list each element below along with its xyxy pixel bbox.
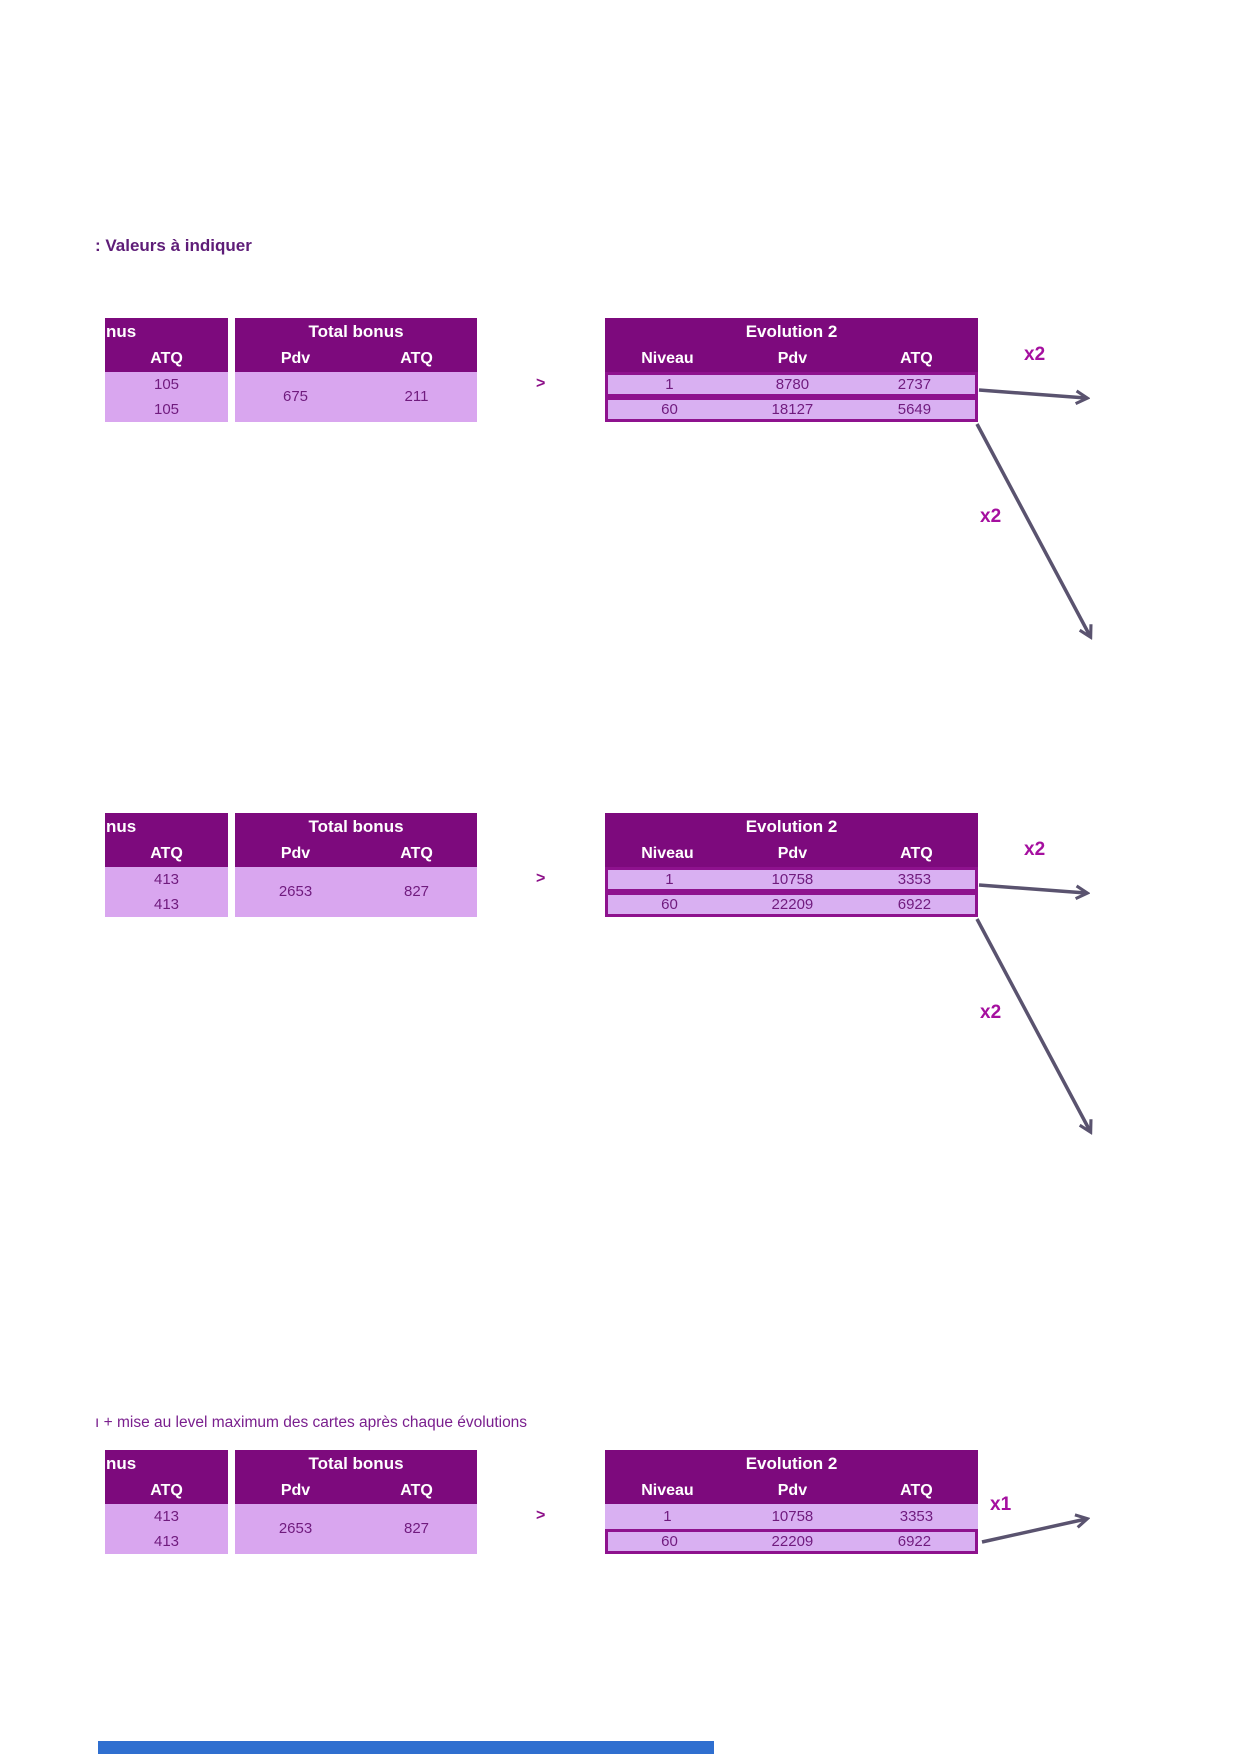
- evolution-col-niveau: Niveau: [641, 1482, 694, 1499]
- bonus-atq-value: 413: [105, 1504, 228, 1529]
- group3-caption: ı + mise au level maximum des cartes apr…: [95, 1414, 528, 1431]
- evolution-col-pdv: Pdv: [777, 350, 808, 367]
- total-bonus-table: Total bonus Pdv ATQ 2653 827: [235, 1450, 477, 1554]
- bonus-table-header: nus: [105, 1450, 228, 1478]
- evolution-col-niveau: Niveau: [641, 845, 694, 862]
- evolution-row-level-60: 60 22209 6922: [605, 1529, 978, 1554]
- multiplier-label-x2: x2: [1024, 839, 1046, 860]
- arrow-diagonal-group1: [975, 423, 1090, 636]
- greater-than-symbol: >: [536, 870, 546, 887]
- evolution-2-header: Evolution 2: [605, 318, 978, 346]
- total-bonus-header: Total bonus: [235, 318, 477, 346]
- total-bonus-pdv-value: 2653: [278, 883, 313, 900]
- total-bonus-col-pdv: Pdv: [280, 350, 311, 367]
- bonus-table: nus ATQ 413 413: [105, 813, 228, 917]
- multiplier-label-x2: x2: [980, 1002, 1002, 1023]
- evolution-2-table: Evolution 2 Niveau Pdv ATQ 1 8780 2737 6…: [605, 318, 978, 422]
- evolution-col-atq: ATQ: [900, 845, 933, 862]
- evolution-col-atq: ATQ: [900, 1482, 933, 1499]
- total-bonus-header: Total bonus: [235, 1450, 477, 1478]
- total-bonus-header: Total bonus: [235, 813, 477, 841]
- total-bonus-col-atq: ATQ: [400, 350, 433, 367]
- bottom-blue-bar: [98, 1741, 714, 1754]
- total-bonus-pdv-value: 675: [282, 388, 309, 405]
- bonus-atq-value: 105: [105, 372, 228, 397]
- total-bonus-col-atq: ATQ: [400, 845, 433, 862]
- bonus-atq-value: 105: [105, 397, 228, 422]
- total-bonus-col-atq: ATQ: [400, 1482, 433, 1499]
- total-bonus-pdv-value: 2653: [278, 1520, 313, 1537]
- evolution-2-table: Evolution 2 Niveau Pdv ATQ 1 10758 3353 …: [605, 1450, 978, 1554]
- page-title: : Valeurs à indiquer: [95, 236, 252, 255]
- evolution-2-table: Evolution 2 Niveau Pdv ATQ 1 10758 3353 …: [605, 813, 978, 917]
- evolution-2-header: Evolution 2: [605, 1450, 978, 1478]
- greater-than-symbol: >: [536, 1507, 546, 1524]
- evolution-row-level-1: 1 8780 2737: [605, 372, 978, 397]
- total-bonus-atq-value: 827: [403, 1520, 430, 1537]
- bonus-table-header: nus: [105, 318, 228, 346]
- bonus-atq-value: 413: [105, 1529, 228, 1554]
- evolution-col-pdv: Pdv: [777, 845, 808, 862]
- multiplier-label-x1: x1: [990, 1494, 1012, 1515]
- evolution-row-level-60: 60 18127 5649: [605, 397, 978, 422]
- total-bonus-col-pdv: Pdv: [280, 845, 311, 862]
- greater-than-symbol: >: [536, 375, 546, 392]
- multiplier-label-x2: x2: [1024, 344, 1046, 365]
- total-bonus-table: Total bonus Pdv ATQ 2653 827: [235, 813, 477, 917]
- arrow-diagonal-group2: [975, 918, 1090, 1131]
- total-bonus-table: Total bonus Pdv ATQ 675 211: [235, 318, 477, 422]
- bonus-table-col-atq: ATQ: [105, 841, 228, 867]
- bonus-table-header: nus: [105, 813, 228, 841]
- evolution-2-header: Evolution 2: [605, 813, 978, 841]
- evolution-col-pdv: Pdv: [777, 1482, 808, 1499]
- bonus-atq-value: 413: [105, 867, 228, 892]
- evolution-row-level-1: 1 10758 3353: [605, 867, 978, 892]
- total-bonus-atq-value: 211: [404, 388, 429, 405]
- bonus-table-col-atq: ATQ: [105, 1478, 228, 1504]
- bonus-table: nus ATQ 105 105: [105, 318, 228, 422]
- multiplier-label-x2: x2: [980, 506, 1002, 527]
- total-bonus-atq-value: 827: [403, 883, 430, 900]
- bonus-atq-value: 413: [105, 892, 228, 917]
- evolution-col-atq: ATQ: [900, 350, 933, 367]
- bonus-table-col-atq: ATQ: [105, 346, 228, 372]
- arrow-right-group3: [981, 1519, 1086, 1544]
- evolution-col-niveau: Niveau: [641, 350, 694, 367]
- arrow-right-group2: [978, 883, 1086, 893]
- total-bonus-col-pdv: Pdv: [280, 1482, 311, 1499]
- evolution-row-level-1: 1 10758 3353: [605, 1504, 978, 1529]
- evolution-row-level-60: 60 22209 6922: [605, 892, 978, 917]
- bonus-table: nus ATQ 413 413: [105, 1450, 228, 1554]
- arrow-right-group1: [978, 388, 1086, 398]
